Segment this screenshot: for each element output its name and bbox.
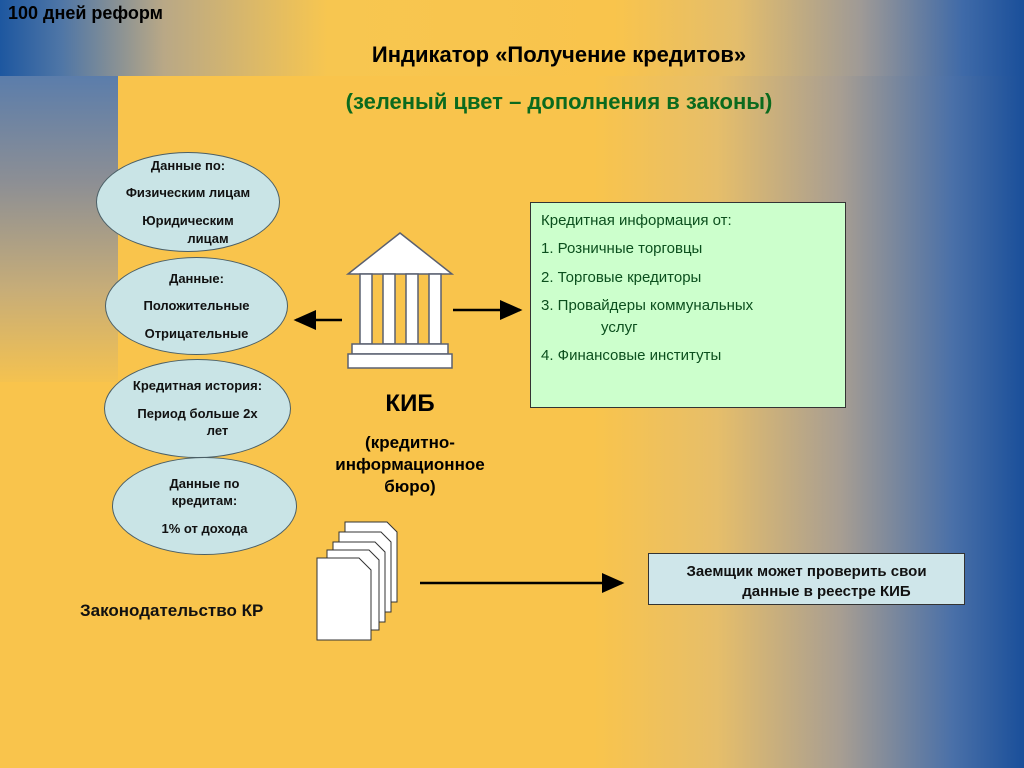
ellipse-line: Период больше 2х	[137, 405, 258, 421]
credit-info-item: 2. Торговые кредиторы	[541, 268, 702, 286]
slide-subtitle: (зеленый цвет – дополнения в законы)	[345, 89, 773, 114]
legislation-label: Законодательство КР	[80, 601, 264, 620]
credit-info-heading: Кредитная информация от:	[541, 212, 732, 229]
ellipse-data-by-persons: Данные по: Физическим лицам Юридическим …	[96, 152, 280, 252]
document-stack-icon	[316, 521, 398, 641]
top-band	[0, 0, 1024, 76]
borrower-check-box: Заемщик может проверить свои данные в ре…	[648, 553, 965, 605]
kib-label: КИБ	[385, 390, 435, 417]
kib-desc-line: бюро)	[384, 477, 436, 497]
ellipse-line: лицам	[187, 230, 229, 246]
ellipse-line: Положительные	[143, 298, 250, 314]
ellipse-line: Данные по:	[150, 157, 226, 173]
header-label: 100 дней реформ	[8, 3, 163, 23]
ellipse-line: Кредитная история:	[132, 378, 263, 394]
credit-info-item: 1. Розничные торговцы	[541, 240, 703, 258]
kib-description: (кредитно- информационное бюро)	[310, 432, 510, 498]
ellipse-line: Физическим лицам	[125, 185, 251, 201]
slide-title: Индикатор «Получение кредитов»	[371, 42, 747, 67]
credit-info-box: Кредитная информация от: 1. Розничные то…	[530, 202, 846, 408]
left-decor-block	[0, 76, 118, 382]
borrower-line: данные в реестре КИБ	[742, 582, 911, 600]
ellipse-line: лет	[206, 423, 229, 439]
credit-info-item: 3. Провайдеры коммунальных	[541, 296, 754, 314]
ellipse-line: Данные по	[169, 475, 240, 491]
kib-desc-line: (кредитно-	[365, 433, 455, 452]
ellipse-line: Юридическим	[142, 213, 234, 228]
credit-info-item-continued: услуг	[601, 319, 638, 336]
credit-info-item: 4. Финансовые институты	[541, 347, 722, 365]
ellipse-credit-data: Данные по кредитам: 1% от дохода	[112, 457, 297, 555]
ellipse-line: 1% от дохода	[161, 520, 248, 536]
ellipse-line: Отрицательные	[144, 325, 249, 341]
kib-desc-line: информационное	[335, 455, 485, 475]
ellipse-data-positive-negative: Данные: Положительные Отрицательные	[105, 257, 288, 355]
bank-building-icon	[345, 232, 455, 369]
ellipse-line: кредитам:	[171, 493, 238, 509]
ellipse-line: Данные:	[169, 270, 224, 286]
borrower-line: Заемщик может проверить свои	[686, 563, 927, 580]
